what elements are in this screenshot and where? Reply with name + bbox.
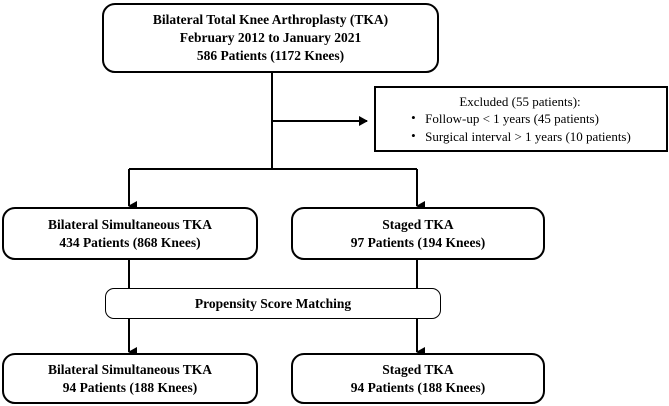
- node-propensity-score-matching: Propensity Score Matching: [105, 288, 441, 319]
- node-staged-tka-matched: Staged TKA 94 Patients (188 Knees): [291, 353, 545, 404]
- node-bilateral-simultaneous-tka: Bilateral Simultaneous TKA 434 Patients …: [2, 207, 258, 260]
- node-excluded-reason-item: Surgical interval > 1 years (10 patients…: [409, 127, 631, 145]
- node-root-line-3: 586 Patients (1172 Knees): [196, 47, 345, 63]
- node-root-cohort: Bilateral Total Knee Arthroplasty (TKA) …: [102, 3, 439, 73]
- node-root-line-2: February 2012 to January 2021: [179, 30, 362, 46]
- node-staged-matched-line-1: Staged TKA: [382, 361, 454, 377]
- node-simultaneous-line-1: Bilateral Simultaneous TKA: [47, 216, 213, 232]
- node-excluded-title: Excluded (55 patients):: [459, 94, 581, 110]
- node-excluded: Excluded (55 patients): Follow-up < 1 ye…: [374, 86, 668, 152]
- node-staged-line-1: Staged TKA: [382, 216, 454, 232]
- node-simultaneous-line-2: 434 Patients (868 Knees): [59, 234, 201, 250]
- node-bilateral-simultaneous-tka-matched: Bilateral Simultaneous TKA 94 Patients (…: [2, 353, 258, 404]
- node-psm-label: Propensity Score Matching: [194, 295, 352, 311]
- node-staged-matched-line-2: 94 Patients (188 Knees): [350, 379, 486, 395]
- node-staged-line-2: 97 Patients (194 Knees): [350, 234, 486, 250]
- node-simultaneous-matched-line-2: 94 Patients (188 Knees): [62, 379, 198, 395]
- node-excluded-reason-item: Follow-up < 1 years (45 patients): [409, 109, 631, 127]
- node-simultaneous-matched-line-1: Bilateral Simultaneous TKA: [47, 361, 213, 377]
- node-excluded-reason-list: Follow-up < 1 years (45 patients) Surgic…: [409, 109, 631, 145]
- node-staged-tka: Staged TKA 97 Patients (194 Knees): [291, 207, 545, 260]
- node-root-line-1: Bilateral Total Knee Arthroplasty (TKA): [152, 12, 389, 28]
